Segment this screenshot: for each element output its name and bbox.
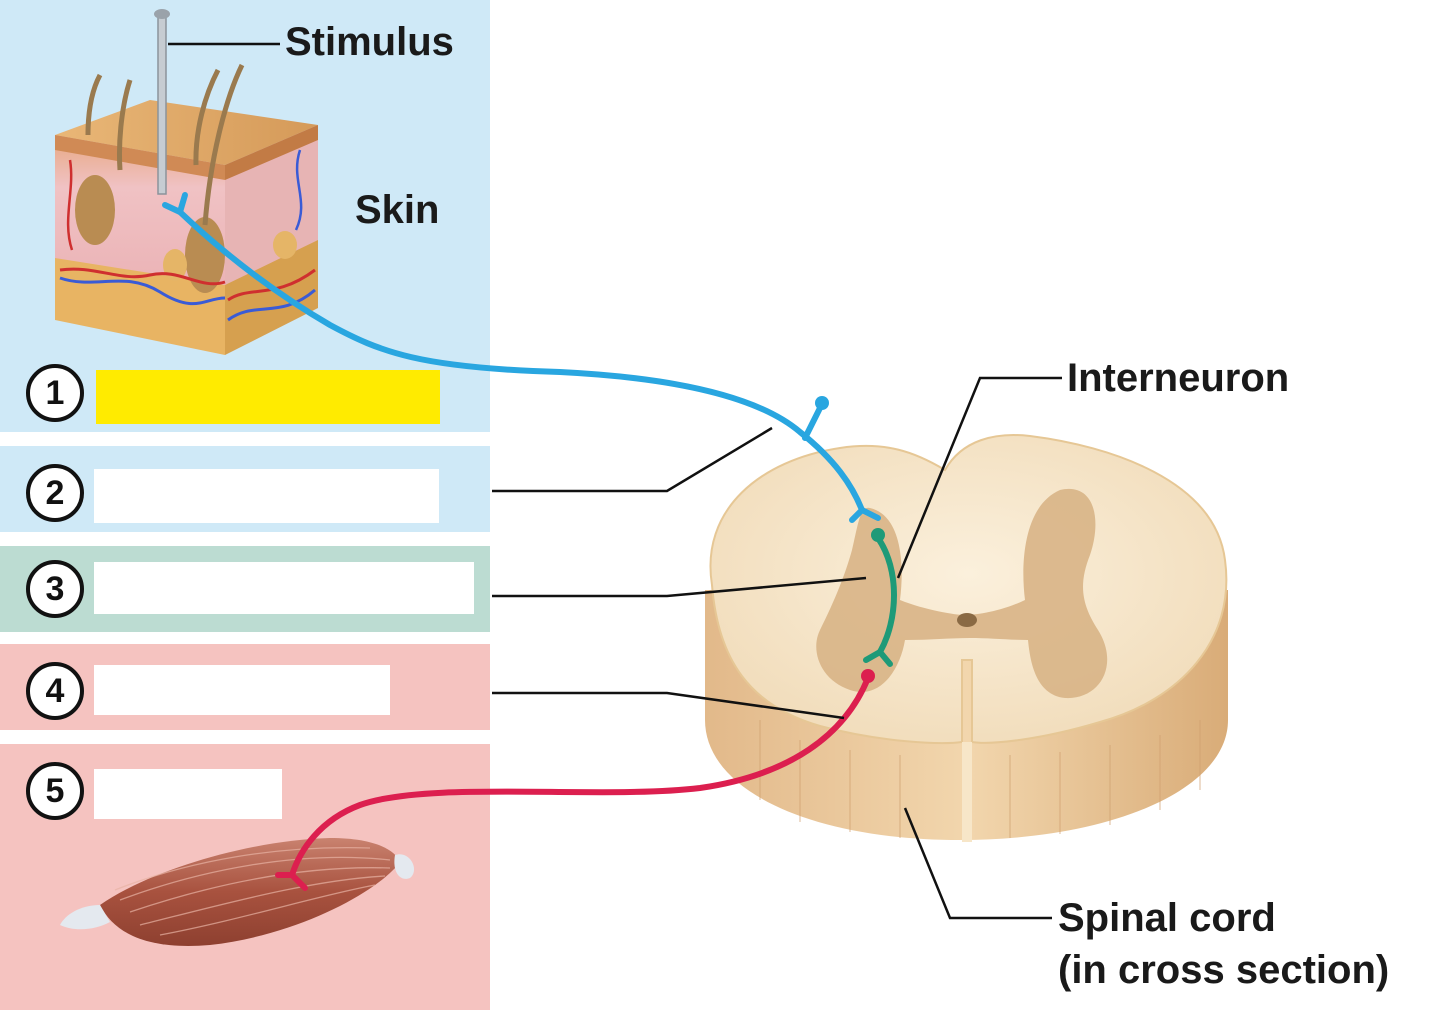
blood-vessel	[59, 276, 226, 306]
step-3-answer-box[interactable]	[94, 562, 474, 614]
spinal-cord-label: Spinal cord	[1058, 896, 1276, 940]
skin-illustration	[55, 9, 318, 355]
interneuron-label: Interneuron	[1067, 356, 1290, 400]
step4-leader	[492, 691, 845, 720]
fat-layer-front	[55, 255, 225, 355]
step-2-answer-box[interactable]	[94, 469, 439, 523]
step-number-1: 1	[26, 364, 84, 422]
leader-lines	[168, 42, 1062, 920]
hair	[193, 68, 221, 166]
hair	[202, 63, 245, 226]
motor-cell-body	[861, 669, 875, 683]
fat-layer-side	[225, 238, 318, 355]
tendon	[394, 854, 415, 879]
step-number-3: 3	[26, 560, 84, 618]
blood-vessel	[59, 267, 226, 286]
pin-head	[154, 9, 170, 19]
epidermis-edge	[55, 135, 225, 180]
hair-follicle	[185, 217, 225, 293]
step-4-answer-box[interactable]	[94, 665, 390, 715]
central-canal	[957, 613, 977, 627]
step-number-5: 5	[26, 762, 84, 820]
skin-label: Skin	[355, 188, 440, 232]
step-number-2: 2	[26, 464, 84, 522]
sensory-neuron	[162, 192, 881, 523]
step3-leader	[492, 576, 867, 598]
gland	[273, 231, 297, 259]
spinal-cord-sublabel: (in cross section)	[1058, 948, 1390, 992]
tendon	[60, 905, 110, 930]
motor-neuron	[275, 675, 871, 891]
spinal-cord-illustration	[705, 434, 1228, 842]
hair-follicle	[75, 175, 115, 245]
spinal-cord-leader	[903, 807, 1052, 920]
sensory-cell-body	[815, 396, 829, 410]
muscle-belly	[100, 838, 400, 946]
step-number-4: 4	[26, 662, 84, 720]
muscle-illustration	[60, 838, 415, 946]
interneuron-path	[863, 535, 897, 667]
step-5-answer-box[interactable]	[94, 769, 282, 819]
hair	[85, 73, 103, 136]
gray-matter	[816, 488, 1108, 699]
hair	[117, 79, 133, 171]
stimulus-label: Stimulus	[285, 20, 454, 64]
interneuron-cell-body	[871, 528, 885, 542]
step2-leader	[492, 426, 773, 493]
step-1-answer-box[interactable]	[96, 370, 440, 424]
interneuron-leader	[896, 376, 1062, 579]
pin-stimulus	[157, 13, 167, 195]
